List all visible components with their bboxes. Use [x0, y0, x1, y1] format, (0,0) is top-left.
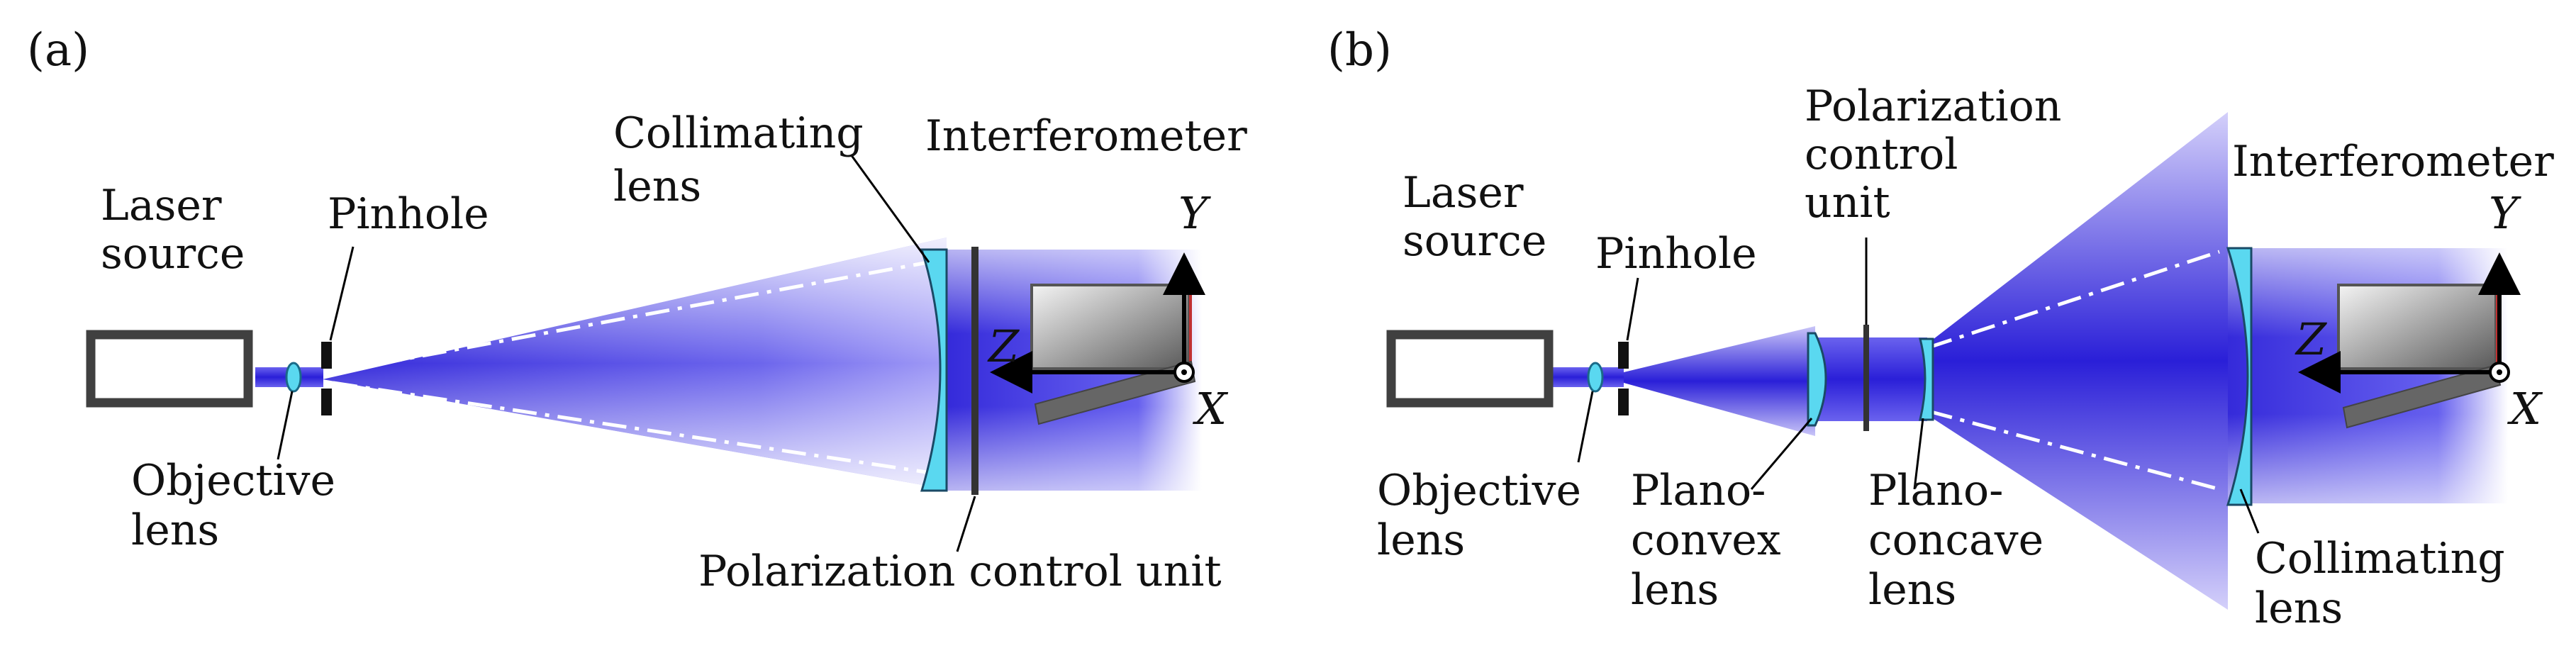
- wide-diverging-beam: [1927, 112, 2228, 610]
- axis-b-y-label: Y: [2489, 187, 2521, 239]
- polarization-plate: [971, 247, 978, 495]
- laser-source-box-b: [1386, 330, 1554, 408]
- pinhole-b-top: [1618, 342, 1629, 369]
- pinhole-b-bottom: [1618, 389, 1629, 415]
- pinhole-label-b: Pinhole: [1595, 229, 1757, 279]
- axis-z-label: Z: [987, 320, 1020, 372]
- polarization-plate-b: [1863, 325, 1869, 431]
- object-plate: [1034, 360, 1196, 425]
- objective-lens-b: [1587, 362, 1604, 393]
- interferometer-label-b: Interferometer: [2232, 137, 2554, 186]
- diverging-beam-edge: [323, 238, 947, 489]
- leader-polarization: [956, 496, 976, 552]
- interferometer-label: Interferometer: [925, 111, 1247, 161]
- beam-edge-upper: [333, 259, 937, 374]
- polarization-control-unit-label: Polarization control unit: [698, 547, 1222, 596]
- beam-edge-b-lower: [1928, 409, 2220, 491]
- axis-b-z-label: Z: [2295, 313, 2327, 365]
- beam-edge-lower: [333, 381, 937, 476]
- collimating-lens: [920, 248, 948, 492]
- laser-source-box: [86, 330, 253, 408]
- plano-concave-lens: [1919, 337, 1934, 421]
- leader-b-plano-concave: [1913, 418, 1924, 490]
- beam-edge-b-upper: [1928, 250, 2220, 350]
- interferometer-mirror: [1030, 284, 1191, 370]
- panel-b-label: (b): [1327, 24, 1392, 77]
- collimating-lens-b: [2226, 247, 2253, 506]
- leader-b-plano-convex: [1750, 418, 1813, 490]
- intermediate-beam: [1815, 337, 1927, 421]
- plano-convex-lens: [1807, 332, 1827, 427]
- axis-x-label: X: [1193, 383, 1229, 435]
- leader-pinhole: [329, 246, 355, 341]
- pinhole-bottom: [321, 389, 332, 415]
- interferometer-mirror-b: [2337, 284, 2497, 370]
- axis-b-x-dot: [2497, 369, 2502, 375]
- pinhole-label: Pinhole: [328, 189, 489, 239]
- axis-b-x-label: X: [2507, 383, 2543, 435]
- leader-b-collimating: [2239, 488, 2260, 534]
- panel-a: (a) Y Z X: [27, 24, 1247, 596]
- axis-x-dot: [1181, 369, 1187, 375]
- pinhole-top: [321, 342, 332, 369]
- leader-b-pinhole: [1626, 277, 1639, 341]
- axis-y-label: Y: [1178, 187, 1211, 239]
- panel-b: (b): [1327, 24, 2554, 633]
- panel-a-label: (a): [27, 24, 89, 77]
- leader-b-objective: [1577, 391, 1594, 463]
- leader-collimating: [849, 154, 930, 263]
- object-plate-b: [2342, 364, 2502, 429]
- objective-lens: [285, 362, 302, 393]
- small-diverging-beam: [1624, 326, 1815, 436]
- leader-objective: [277, 391, 294, 460]
